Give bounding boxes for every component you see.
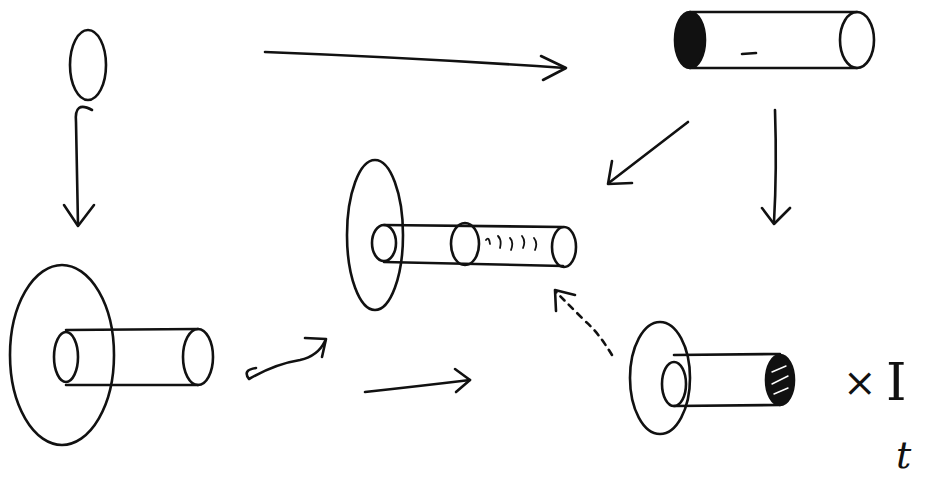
cylinder-end [840,12,874,68]
map-arrow [265,52,565,68]
cylinder-end [552,227,576,267]
filled-disk [766,355,794,405]
cylinder-figure [690,12,857,68]
map-arrow [774,110,776,222]
inner-circle [54,332,78,382]
arrow-head [555,290,575,311]
disk-figure [10,265,114,445]
hatching [772,366,788,394]
arrow-head [455,369,470,392]
dashed-arrow [556,292,612,355]
cylinder-figure [674,354,780,406]
map-arrow [610,122,688,182]
arrow-head [64,205,94,226]
hatching [486,236,536,250]
tick-mark [742,53,756,54]
times-symbol: × [843,362,877,402]
inner-circle [372,225,396,261]
inclusion-arrow [247,341,325,379]
arrow-head [608,161,632,184]
circle-figure [70,30,106,100]
glued-circle [451,223,479,265]
inner-circle [662,362,686,406]
map-arrow [365,380,470,392]
arrow-head [541,56,566,80]
disk-figure [347,160,403,310]
cylinder-end [183,329,213,385]
arrow-head [762,208,790,224]
inclusion-arrow [76,107,92,225]
arrow-head [305,338,326,357]
filled-disk [675,12,705,68]
disk-figure [630,322,690,434]
parameter-label: t [896,436,911,474]
cylinder-figure [66,329,198,385]
interval-symbol: I [886,356,907,408]
